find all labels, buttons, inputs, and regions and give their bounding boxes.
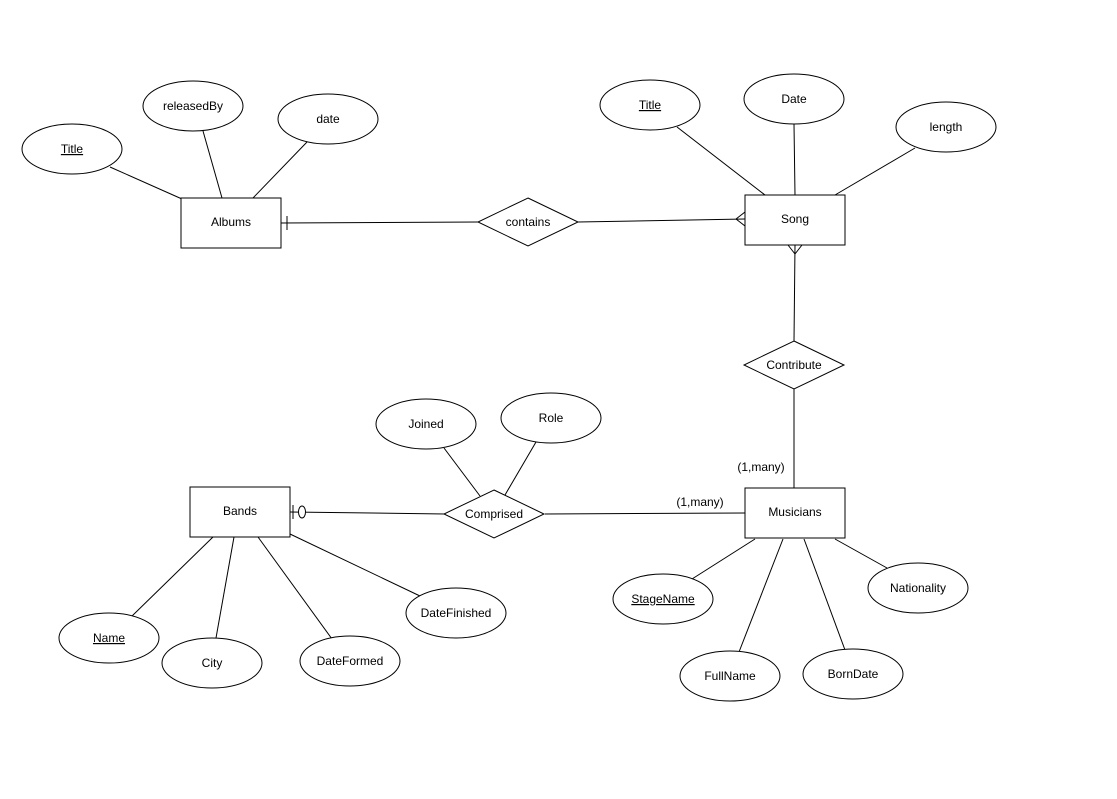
edge-musicians-fullname: [738, 538, 784, 653]
attribute-band-name[interactable]: Name: [58, 612, 160, 664]
edge-bands-city: [215, 536, 235, 639]
attribute-band-date-finished-label: DateFinished: [421, 606, 492, 620]
relationship-contribute-label: Contribute: [766, 358, 822, 372]
edge-comprised-joined: [443, 447, 481, 497]
attribute-band-city-label: City: [202, 656, 223, 670]
cardinality-marks: [286, 211, 803, 519]
edge-bands-datefinished: [289, 533, 421, 597]
attribute-comprised-role-label: Role: [539, 411, 564, 425]
attribute-song-date-label: Date: [781, 92, 807, 106]
bands-zero-circle-mark: [298, 505, 306, 519]
connectors: [109, 123, 916, 653]
edge-comprised-musicians: [544, 512, 746, 515]
attribute-musician-born-date[interactable]: BornDate: [802, 648, 904, 700]
attribute-band-city[interactable]: City: [161, 637, 263, 689]
attribute-musician-full-name[interactable]: FullName: [679, 650, 781, 702]
attribute-album-released-by[interactable]: releasedBy: [142, 80, 244, 132]
edge-song-length: [834, 147, 916, 196]
attribute-song-date[interactable]: Date: [743, 73, 845, 125]
edge-song-contribute: [793, 244, 796, 342]
entity-albums[interactable]: Albums: [180, 197, 282, 249]
edge-albums-title: [109, 166, 183, 200]
attribute-musician-born-date-label: BornDate: [828, 667, 879, 681]
edge-song-title: [676, 126, 766, 196]
edge-bands-comprised: [289, 511, 446, 515]
song-crowfoot-bottom-mark: [787, 244, 803, 255]
edge-albums-contains: [280, 221, 480, 224]
attribute-album-title-label: Title: [61, 142, 84, 156]
cardinality-musicians-comprised: (1,many): [676, 495, 723, 509]
attribute-musician-stage-name[interactable]: StageName: [612, 573, 714, 625]
attribute-album-released-by-label: releasedBy: [163, 99, 223, 113]
attribute-comprised-role[interactable]: Role: [500, 392, 602, 444]
edge-song-date: [793, 123, 796, 196]
relationship-comprised[interactable]: Comprised: [442, 489, 546, 539]
attribute-album-date[interactable]: date: [277, 93, 379, 145]
attribute-musician-nationality-label: Nationality: [890, 581, 946, 595]
entity-albums-label: Albums: [211, 215, 251, 229]
attribute-musician-nationality[interactable]: Nationality: [867, 562, 969, 614]
attribute-song-title[interactable]: Title: [599, 79, 701, 131]
attribute-band-date-formed-label: DateFormed: [317, 654, 384, 668]
entity-bands-label: Bands: [223, 504, 257, 518]
attribute-album-date-label: date: [316, 112, 340, 126]
song-crowfoot-left-mark: [735, 211, 746, 227]
relationship-comprised-label: Comprised: [465, 507, 523, 521]
edge-musicians-borndate: [803, 538, 846, 651]
attribute-song-title-label: Title: [639, 98, 662, 112]
entity-musicians[interactable]: Musicians: [744, 487, 846, 539]
entity-song-label: Song: [781, 212, 809, 226]
edge-albums-releasedby: [202, 130, 223, 199]
relationship-contribute[interactable]: Contribute: [742, 340, 846, 390]
attribute-song-length[interactable]: length: [895, 101, 997, 153]
edge-bands-dateformed: [257, 536, 333, 640]
entity-bands[interactable]: Bands: [189, 486, 291, 538]
entity-musicians-label: Musicians: [768, 505, 821, 519]
edge-musicians-stagename: [691, 538, 756, 580]
attribute-song-length-label: length: [930, 120, 963, 134]
attribute-band-date-finished[interactable]: DateFinished: [405, 587, 507, 639]
entity-song[interactable]: Song: [744, 194, 846, 246]
attribute-musician-full-name-label: FullName: [704, 669, 756, 683]
cardinality-musicians-contribute: (1,many): [737, 460, 784, 474]
edge-albums-date: [252, 141, 308, 199]
attribute-comprised-joined[interactable]: Joined: [375, 398, 477, 450]
attribute-musician-stage-name-label: StageName: [631, 592, 695, 606]
attribute-band-date-formed[interactable]: DateFormed: [299, 635, 401, 687]
relationship-contains-label: contains: [506, 215, 551, 229]
attribute-comprised-joined-label: Joined: [408, 417, 443, 431]
edge-bands-name: [130, 536, 214, 618]
relationship-contains[interactable]: contains: [476, 197, 580, 247]
edge-comprised-role: [504, 441, 537, 496]
attribute-album-title[interactable]: Title: [21, 123, 123, 175]
edge-contains-song: [577, 218, 746, 223]
edge-musicians-nationality: [834, 538, 888, 569]
attribute-band-name-label: Name: [93, 631, 125, 645]
